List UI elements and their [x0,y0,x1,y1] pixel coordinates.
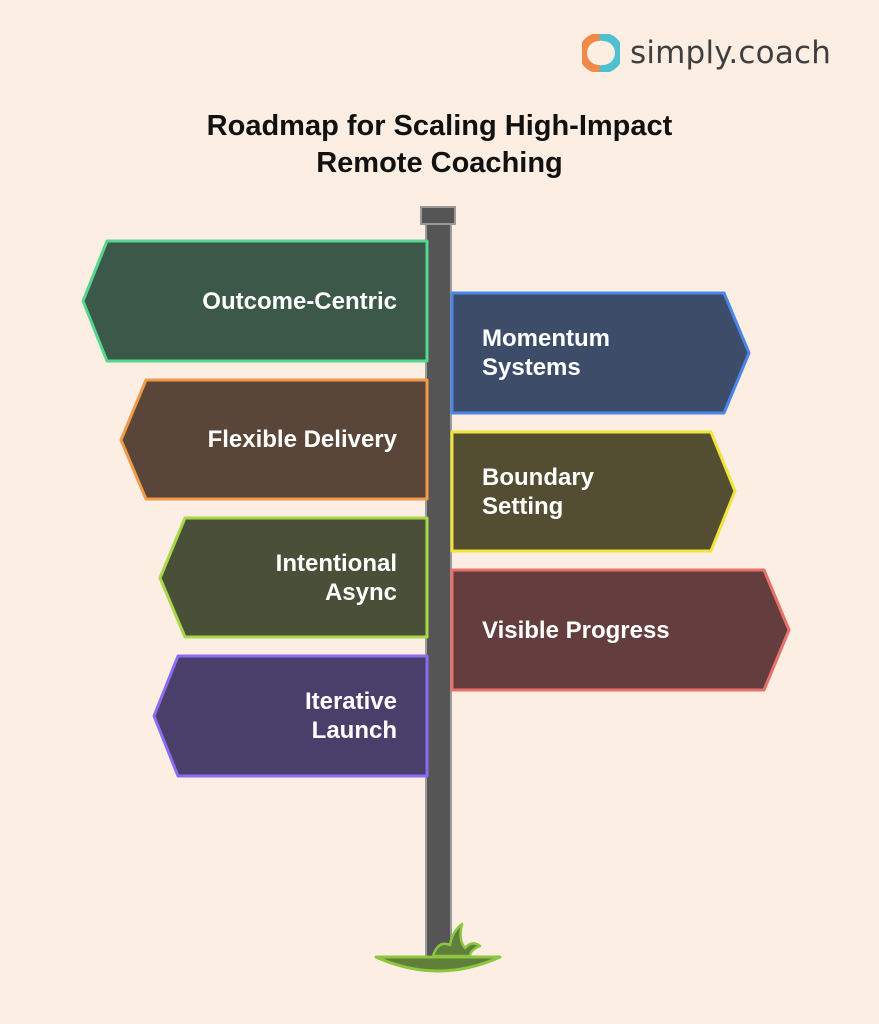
sign-label-outcome-centric: Outcome-Centric [110,241,397,361]
sign-text-line: Iterative [304,688,397,715]
sign-text-line: Setting [482,492,564,520]
sign-text-line: Outcome-Centric [202,287,397,315]
sign-intentional-async [158,516,429,639]
brand-logo: simply.coach [582,34,831,72]
sign-text-line: Launch [311,717,397,744]
sign-text-line: Systems [482,354,581,381]
sign-text-line: Momentum [482,325,610,352]
sign-boundary-setting [450,430,737,553]
sign-visible-progress [450,568,791,692]
title-line-1: Roadmap for Scaling High-Impact [206,110,673,142]
sign-momentum-systems [450,291,751,415]
sign-outcome-centric [81,239,429,363]
sign-text-line: Flexible Delivery [207,426,397,453]
title-line-2: Remote Coaching [316,147,563,179]
sign-text-line: Intentional [275,549,397,577]
post-pole [425,223,452,961]
sign-label-boundary-setting: Boundary Setting [482,432,710,551]
brand-name: simply.coach [630,35,832,71]
grass-tuft-icon [431,922,482,958]
post-cap [420,206,456,225]
sign-label-visible-progress: Visible Progress [482,570,762,690]
sign-label-intentional-async: Intentional Async [190,518,397,637]
sign-label-flexible-delivery: Flexible Delivery [150,380,397,499]
simply-coach-logo-icon [582,34,620,72]
sign-text-line: Boundary [482,463,595,491]
page-title: Roadmap for Scaling High-Impact Remote C… [0,108,879,182]
sign-label-iterative-launch: Iterative Launch [182,656,397,776]
sign-label-momentum-systems: Momentum Systems [482,293,722,413]
ground-mound [374,955,502,973]
sign-text-line: Async [324,578,397,606]
sign-iterative-launch [152,654,429,778]
sign-text-line: Visible Progress [482,616,670,644]
sign-flexible-delivery [119,378,429,501]
